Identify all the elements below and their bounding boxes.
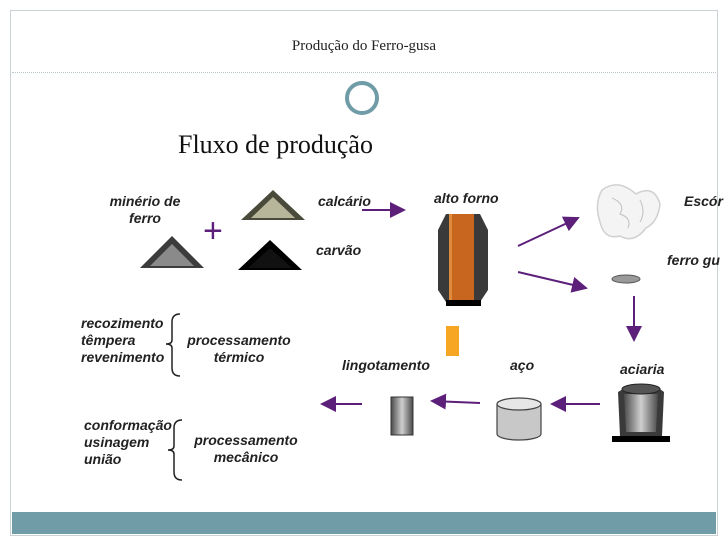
aciaria-converter-icon [612, 383, 670, 442]
label-alto-forno: alto forno [434, 190, 499, 206]
slide-title: Produção do Ferro-gusa [291, 38, 437, 54]
calcario-pile-icon [241, 190, 305, 220]
label-minerio-line2: ferro [129, 210, 161, 226]
ferro-gusa-icon [611, 274, 641, 284]
blast-furnace-icon [438, 214, 488, 306]
lingotamento-billet-icon [390, 396, 414, 436]
brace-mecanico [167, 419, 183, 481]
diagram-subtitle: Fluxo de produção [178, 130, 373, 159]
label-ferro-gusa: ferro gu [667, 252, 720, 268]
plus-sign: + [203, 212, 223, 250]
label-processamento-mecanico-line2: mecânico [213, 449, 279, 465]
brace-termico [165, 313, 181, 377]
item-tempera: têmpera [81, 332, 136, 348]
arrow-to-lingotamento [430, 393, 481, 410]
footer-bar [12, 512, 716, 534]
label-minerio-line1: minério de [109, 193, 181, 209]
label-carvao: carvão [316, 242, 362, 258]
label-processamento-mecanico: processamento mecânico [190, 432, 302, 466]
label-processamento-termico-line2: térmico [213, 349, 265, 365]
arrow-to-ferro-gusa [517, 271, 588, 293]
item-revenimento: revenimento [81, 349, 165, 365]
carvao-pile-icon [238, 240, 302, 270]
minerio-pile-icon [140, 236, 204, 268]
label-processamento-termico-line1: processamento [187, 332, 291, 348]
label-processamento-termico: processamento térmico [183, 332, 295, 366]
label-aco: aço [510, 357, 535, 373]
label-processamento-mecanico-line1: processamento [194, 432, 298, 448]
label-minerio: minério de ferro [100, 193, 190, 227]
escoria-icon [596, 184, 661, 240]
header-divider [12, 72, 716, 73]
label-calcario: calcário [318, 193, 371, 209]
label-lingotamento: lingotamento [342, 357, 430, 373]
header-ring-icon [345, 81, 379, 115]
aco-cylinder-icon [496, 397, 542, 441]
item-conformacao: conformação [84, 417, 172, 433]
list-tratamentos-termicos: recozimento têmpera revenimento [81, 315, 164, 366]
item-recozimento: recozimento [81, 315, 164, 331]
label-aciaria: aciaria [620, 361, 665, 377]
arrow-to-escoria [517, 216, 580, 247]
lingote-icon [446, 326, 459, 356]
item-usinagem: usinagem [84, 434, 150, 450]
label-escoria: Escór [684, 193, 723, 209]
list-tratamentos-mecanicos: conformação usinagem união [84, 417, 172, 468]
item-uniao: união [84, 451, 122, 467]
